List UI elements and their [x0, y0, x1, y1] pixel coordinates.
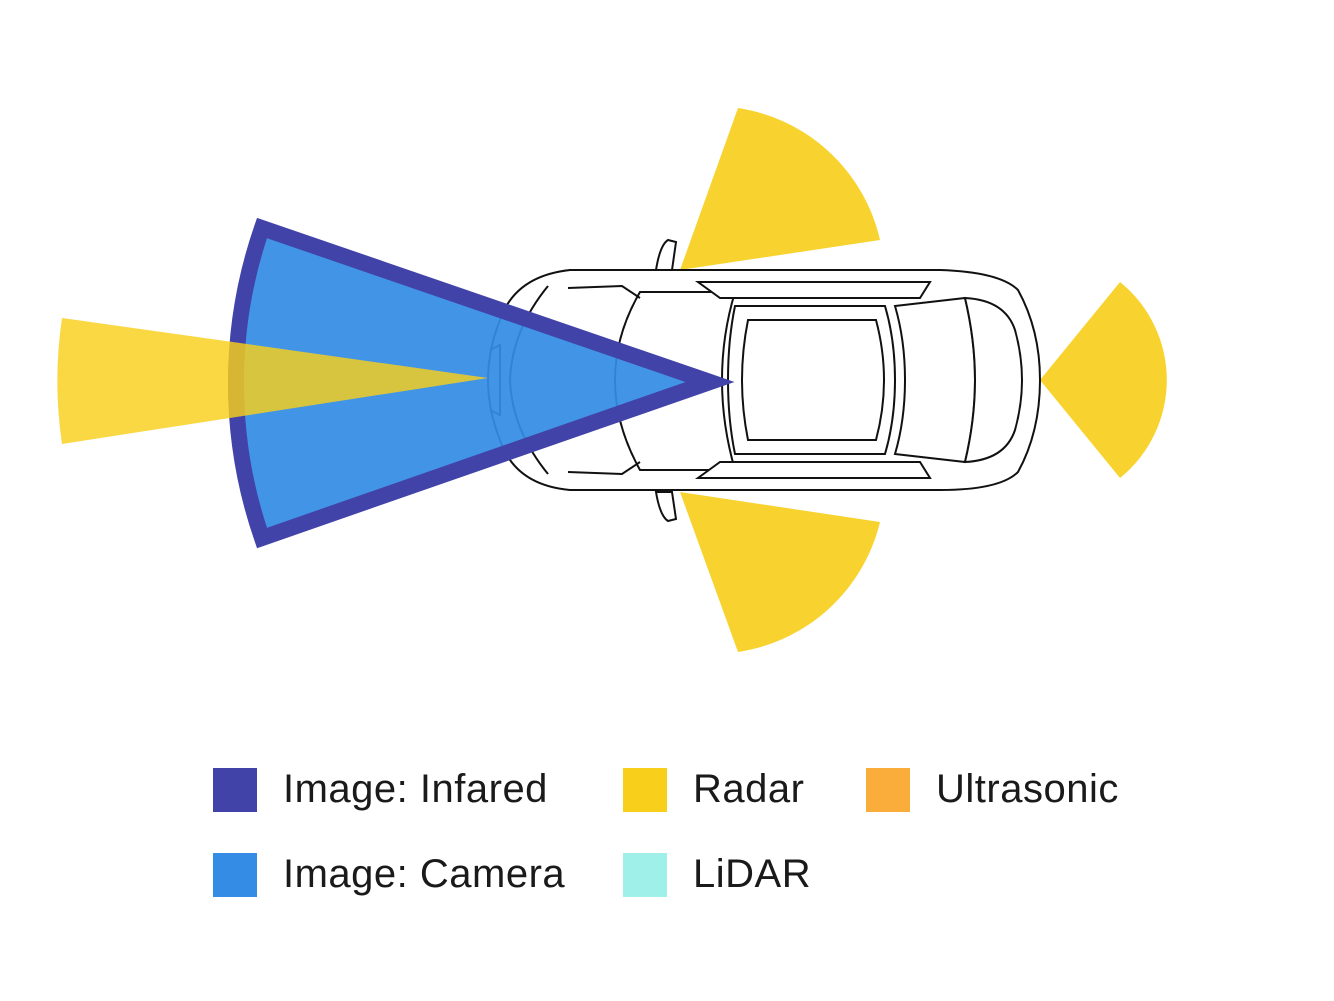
- car-sunroof: [740, 319, 886, 441]
- legend-swatch-radar: [623, 767, 667, 812]
- legend-label-radar: Radar: [693, 767, 805, 811]
- car-side-window-bottom: [694, 461, 932, 479]
- legend-item-radar: Radar: [623, 767, 804, 812]
- car-side-window-top: [694, 281, 932, 299]
- radar-side-bottom-coverage: [680, 492, 880, 652]
- radar-front-coverage: [57, 318, 488, 444]
- legend-item-camera: Image: Camera: [213, 852, 565, 897]
- legend-swatch-infrared: [213, 767, 257, 812]
- legend-swatch-camera: [213, 852, 257, 897]
- car-mirror-top: [654, 238, 678, 271]
- legend-item-lidar: LiDAR: [623, 852, 811, 897]
- radar-side-top-coverage: [680, 108, 880, 270]
- car-rear-window: [893, 296, 977, 464]
- legend-label-camera: Image: Camera: [283, 852, 566, 896]
- legend-label-lidar: LiDAR: [693, 852, 812, 896]
- legend-label-ultrasonic: Ultrasonic: [936, 767, 1119, 811]
- legend-item-infrared: Image: Infared: [213, 767, 548, 812]
- legend-swatch-lidar: [623, 852, 667, 897]
- legend-item-ultrasonic: Ultrasonic: [866, 767, 1119, 812]
- car-trunk: [963, 296, 1024, 464]
- car-top-view: [486, 238, 1042, 523]
- legend-label-infrared: Image: Infared: [283, 767, 548, 811]
- legend-swatch-ultrasonic: [866, 767, 910, 812]
- radar-rear-coverage: [1040, 282, 1167, 478]
- car-mirror-bottom: [654, 491, 678, 523]
